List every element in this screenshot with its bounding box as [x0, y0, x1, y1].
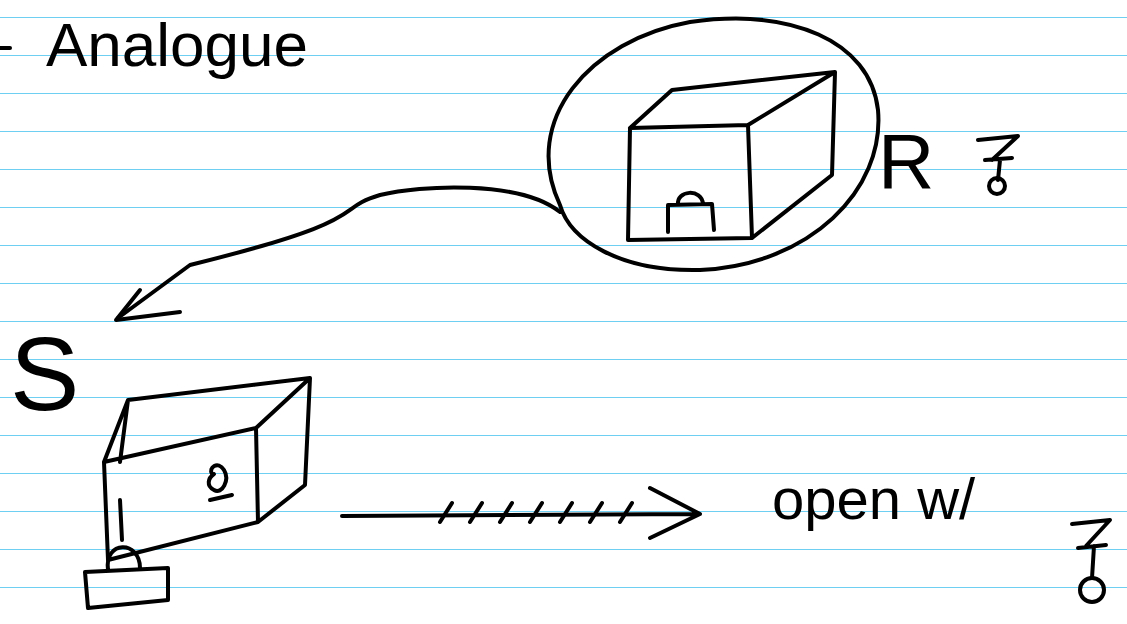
- party-label: R: [878, 122, 934, 200]
- key-symbol: [978, 136, 1018, 180]
- party-label: S: [10, 322, 79, 426]
- arrow-head: [116, 290, 180, 320]
- key-symbol: [989, 178, 1005, 194]
- padlock-symbol: [85, 547, 168, 608]
- box-lock-symbol: [209, 465, 232, 500]
- title-text: Analogue: [46, 14, 308, 76]
- note-text: open w/: [772, 470, 975, 528]
- arrow-hatching: [440, 503, 632, 522]
- padlock-link: [120, 500, 122, 540]
- hatched-arrow: [342, 488, 700, 538]
- curved-arrow: [118, 187, 560, 318]
- enclosing-circle: [549, 19, 879, 270]
- bullet-dash: [0, 46, 10, 50]
- key-symbol: [1072, 520, 1110, 578]
- padlock-symbol: [668, 193, 714, 232]
- key-symbol: [1080, 578, 1104, 602]
- locked-box: [628, 72, 835, 240]
- open-box: [104, 378, 310, 560]
